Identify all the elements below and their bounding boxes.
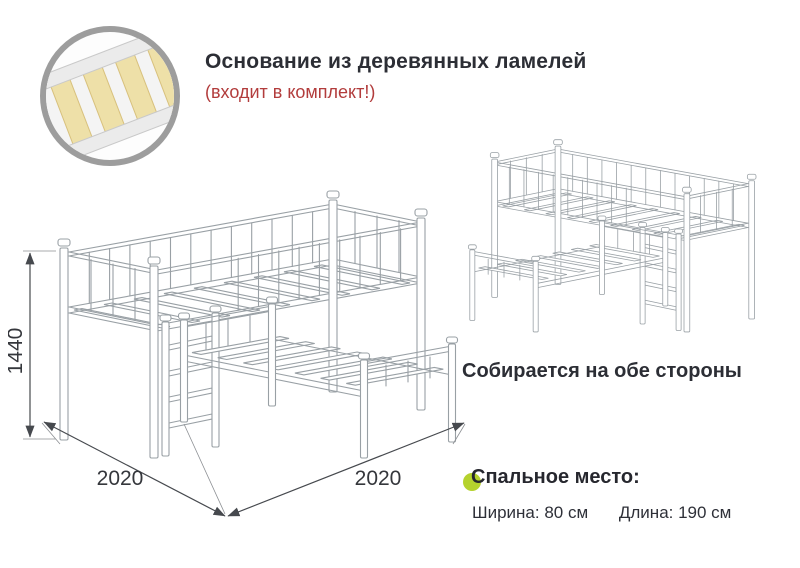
highlight-dot-icon	[463, 473, 481, 491]
sleeping-place-specs: Ширина: 80 см Длина: 190 см	[472, 503, 731, 523]
included-in-set-note: (входит в комплект!)	[205, 82, 376, 102]
sleeping-place-heading: Спальное место:	[462, 466, 640, 496]
bed-diagram-mirrored	[467, 139, 757, 333]
both-sides-caption: Собирается на обе стороны	[462, 360, 742, 382]
width-spec: Ширина: 80 см	[472, 503, 589, 522]
height-dimension-label: 1440	[8, 328, 27, 375]
sleeping-place-title: Спальное место:	[471, 466, 640, 488]
length-left-dimension-label: 2020	[97, 467, 144, 490]
dimension-lines	[23, 250, 466, 517]
l-shaped-bunk-bed-drawing	[57, 190, 459, 459]
bed-diagram-main: 1440 2020 2020	[8, 190, 466, 517]
length-right-dimension-label: 2020	[355, 467, 402, 490]
lamella-base-title: Основание из деревянных ламелей	[205, 50, 587, 73]
length-spec: Длина: 190 см	[618, 503, 732, 522]
